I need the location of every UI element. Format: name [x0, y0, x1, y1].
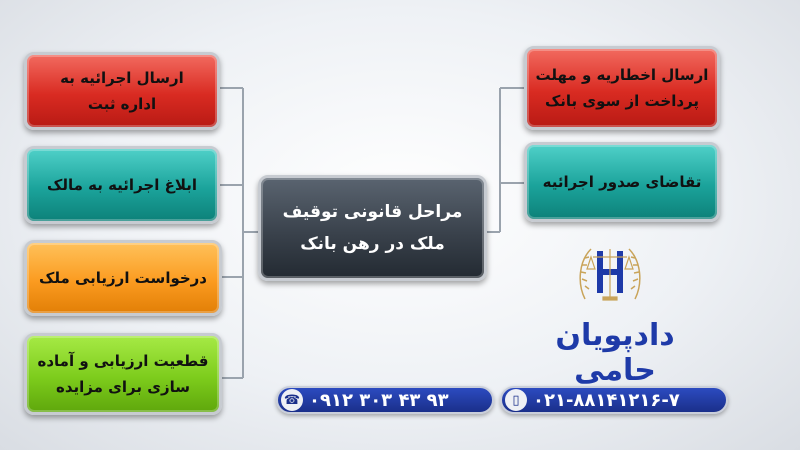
mobile-phone-icon: ▯ — [505, 389, 527, 411]
step-request-valuation: درخواست ارزیابی ملک — [24, 240, 222, 316]
step-request-execution: تقاضای صدور اجرائیه — [524, 142, 720, 222]
phone-handset-icon: ☎ — [281, 389, 303, 411]
brand-name: دادپویان حامی — [555, 318, 675, 388]
scales-of-justice-logo — [579, 248, 641, 301]
step-finalize-valuation: قطعیت ارزیابی و آماده سازی برای مزایده — [24, 333, 222, 415]
step-label: درخواست ارزیابی ملک — [38, 268, 208, 287]
step-label: تقاضای صدور اجرائیه — [542, 172, 702, 191]
step-send-execution-to-registry: ارسال اجرائیه به اداره ثبت — [24, 52, 220, 130]
step-label: ارسال اجرائیه به اداره ثبت — [60, 68, 184, 113]
step-label: ابلاغ اجرائیه به مالک — [47, 175, 197, 194]
step-label: ارسال اخطاریه و مهلت پرداخت از سوی بانک — [535, 65, 709, 110]
mobile-phone-pill[interactable]: ☎ ۰۹۱۲ ۳۰۳ ۴۳ ۹۳ — [276, 386, 494, 414]
step-label: قطعیت ارزیابی و آماده سازی برای مزایده — [37, 351, 209, 396]
diagram-title: مراحل قانونی توقیف ملک در رهن بانک — [282, 201, 463, 254]
step-notify-owner: ابلاغ اجرائیه به مالک — [24, 146, 220, 224]
landline-phone-pill[interactable]: ▯ ۰۲۱-۸۸۱۴۱۲۱۶-۷ — [500, 386, 728, 414]
landline-number: ۰۲۱-۸۸۱۴۱۲۱۶-۷ — [533, 389, 680, 411]
step-warning-notice: ارسال اخطاریه و مهلت پرداخت از سوی بانک — [524, 46, 720, 130]
mobile-number: ۰۹۱۲ ۳۰۳ ۴۳ ۹۳ — [309, 389, 449, 411]
diagram-title-box: مراحل قانونی توقیف ملک در رهن بانک — [258, 175, 487, 281]
